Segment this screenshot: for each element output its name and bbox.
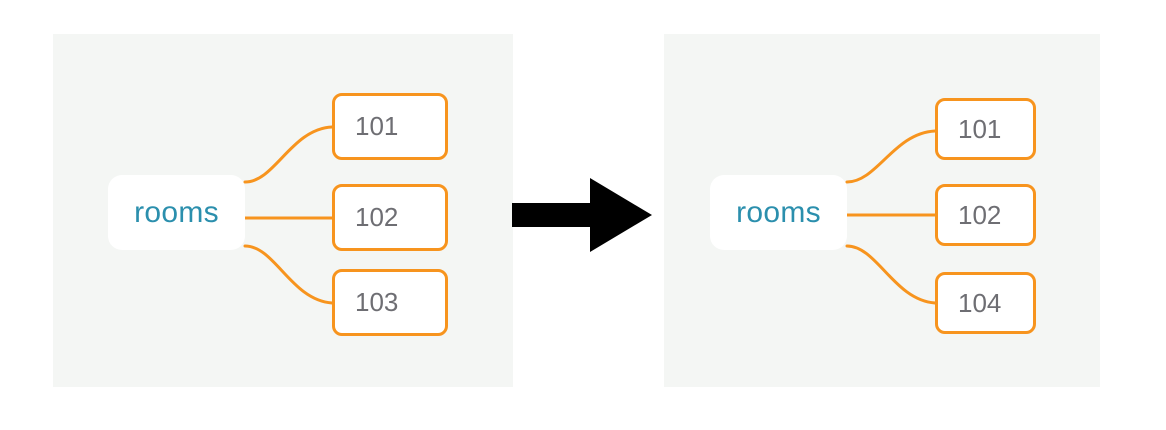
transform-arrow — [512, 170, 662, 260]
after-tree-panel: rooms 101 102 104 — [664, 34, 1100, 387]
after-leaf-label-101: 101 — [958, 113, 1002, 144]
before-leaf-node-103[interactable]: 103 — [332, 269, 448, 336]
after-connectors — [845, 129, 937, 305]
right-arrow-shape — [512, 178, 652, 252]
before-leaf-node-101[interactable]: 101 — [332, 93, 448, 160]
after-leaf-node-104[interactable]: 104 — [935, 272, 1036, 334]
before-leaf-label-101: 101 — [355, 111, 399, 141]
before-tree-panel: rooms 101 102 103 — [53, 34, 513, 387]
connector-root-to-103 — [243, 244, 334, 305]
after-leaf-label-102: 102 — [958, 199, 1002, 230]
after-leaf-node-101[interactable]: 101 — [935, 98, 1036, 160]
connector-root-to-104 — [845, 244, 937, 305]
before-leaf-label-102: 102 — [355, 202, 399, 232]
before-leaf-label-103: 103 — [355, 287, 399, 317]
after-root-node[interactable]: rooms — [710, 175, 847, 250]
before-leaf-node-102[interactable]: 102 — [332, 184, 448, 251]
after-leaf-label-104: 104 — [958, 287, 1002, 318]
after-root-label: rooms — [736, 195, 821, 229]
before-connectors — [243, 125, 334, 305]
after-leaf-node-102[interactable]: 102 — [935, 184, 1036, 246]
connector-root-to-101 — [243, 125, 334, 184]
right-arrow-icon — [512, 178, 652, 252]
before-root-label: rooms — [134, 195, 219, 229]
connector-root-to-101 — [845, 129, 937, 184]
before-root-node[interactable]: rooms — [108, 175, 245, 250]
